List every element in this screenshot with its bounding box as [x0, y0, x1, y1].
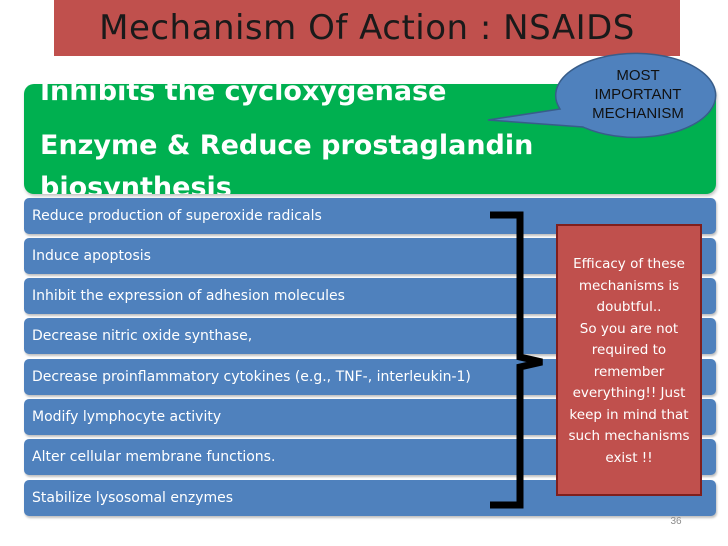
title-banner: Mechanism Of Action : NSAIDS: [54, 0, 680, 56]
primary-mechanism-line-3: biosynthesis: [40, 172, 232, 194]
note-line: doubtful..: [596, 299, 662, 315]
callout-line-1: MOST: [616, 67, 660, 84]
right-brace-icon: [490, 211, 543, 509]
primary-mechanism-line-2: Enzyme & Reduce prostaglandin: [40, 130, 534, 161]
note-line: exist !!: [605, 449, 653, 466]
callout-line-2: IMPORTANT: [594, 86, 682, 103]
note-line: such mechanisms: [568, 428, 690, 444]
note-box: Efficacy of these mechanisms is doubtful…: [556, 224, 702, 496]
note-line: remember: [593, 363, 665, 380]
slide-title: Mechanism Of Action : NSAIDS: [99, 8, 635, 48]
callout-text: MOST IMPORTANT MECHANISM: [560, 66, 716, 123]
note-line: So you are not: [579, 320, 679, 337]
note-line: Efficacy of these: [573, 256, 685, 272]
callout-line-3: MECHANISM: [592, 105, 684, 122]
note-line: everything!! Just: [572, 385, 686, 401]
note-line: mechanisms is: [578, 277, 680, 294]
note-line: keep in mind that: [569, 406, 689, 423]
primary-mechanism-line-1: Inhibits the cycloxygenase: [40, 84, 447, 107]
note-line: required to: [591, 342, 667, 358]
page-number: 36: [670, 516, 682, 527]
